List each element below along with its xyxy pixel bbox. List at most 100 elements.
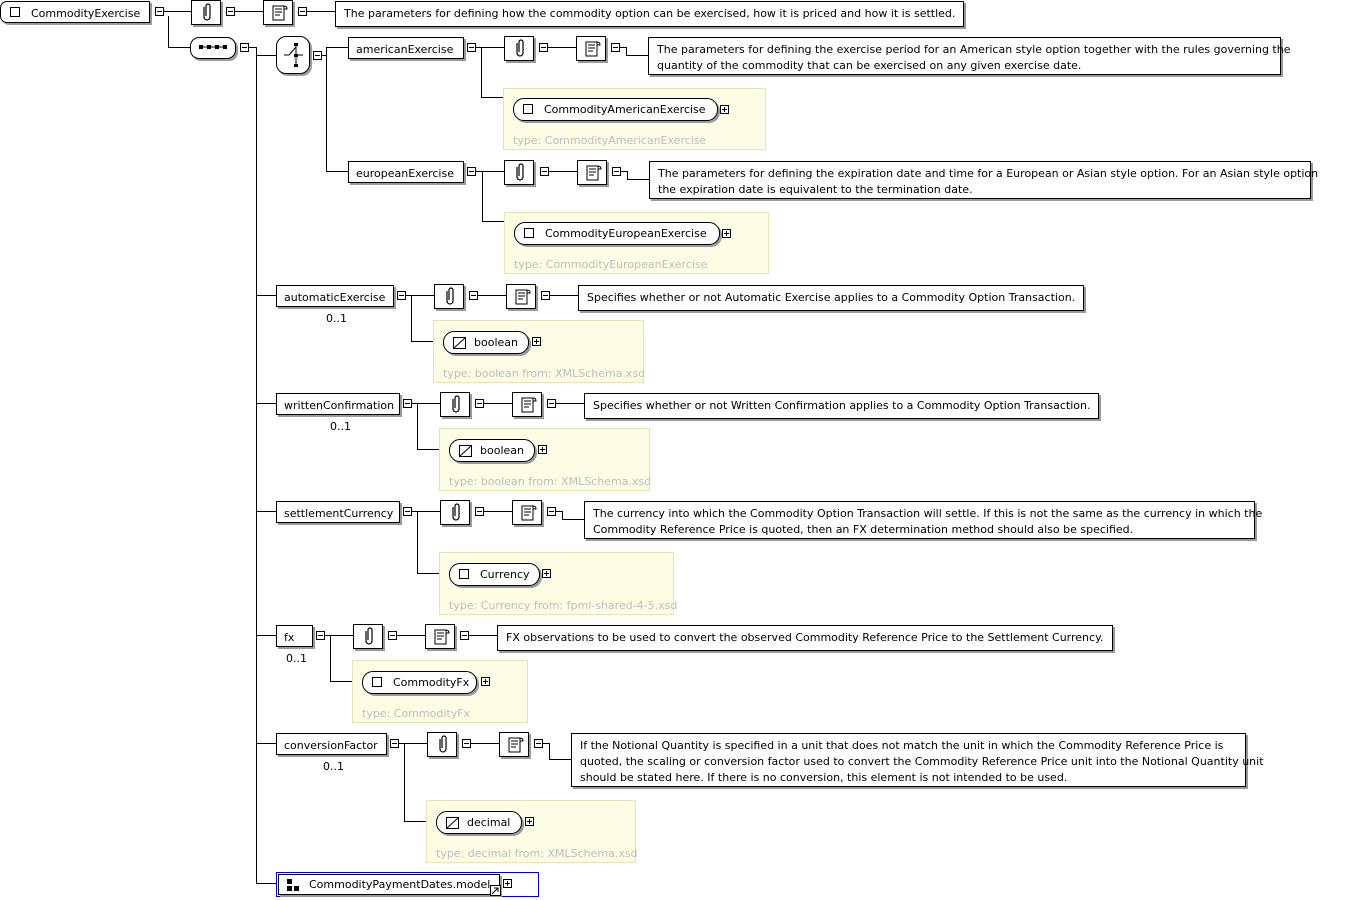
documentation-scroll-icon[interactable]	[577, 160, 607, 185]
cardinality: 0..1	[330, 420, 351, 433]
sequence-compositor[interactable]	[190, 37, 236, 59]
appinfo-paperclip-icon[interactable]	[504, 160, 534, 185]
appinfo-paperclip-icon[interactable]	[440, 500, 470, 525]
appinfo-paperclip-icon[interactable]	[440, 392, 470, 417]
type-name: boolean	[474, 336, 518, 349]
complex-type-box[interactable]: CommodityAmericanExercise	[513, 98, 718, 121]
element-written-confirmation[interactable]: writtenConfirmation	[276, 393, 400, 415]
expand-toggle[interactable]	[532, 337, 541, 346]
type-info: type: Currency from: fpml-shared-4-5.xsd	[449, 599, 678, 612]
square-icon	[459, 569, 469, 579]
square-icon	[524, 228, 534, 238]
square-icon	[10, 7, 20, 17]
complex-type-box[interactable]: Currency	[449, 563, 540, 586]
documentation-scroll-icon[interactable]	[512, 392, 542, 417]
type-panel: Currency type: Currency from: fpml-share…	[439, 552, 678, 615]
complex-type-box[interactable]: CommodityFx	[362, 671, 477, 694]
root-documentation: The parameters for defining how the comm…	[335, 1, 965, 27]
expand-toggle[interactable]	[720, 105, 729, 114]
element-conversion-factor[interactable]: conversionFactor	[276, 733, 387, 755]
element-fx[interactable]: fx	[276, 625, 313, 647]
collapse-toggle[interactable]	[467, 167, 476, 176]
collapse-toggle[interactable]	[475, 507, 484, 516]
element-american-exercise[interactable]: americanExercise	[348, 37, 464, 59]
expand-toggle[interactable]	[503, 879, 512, 888]
element-label: americanExercise	[356, 43, 454, 56]
doc-line: should be stated here. If there is no co…	[580, 771, 1068, 784]
element-settlement-currency[interactable]: settlementCurrency	[276, 501, 400, 523]
type-panel: CommodityEuropeanExercise type: Commodit…	[504, 212, 769, 274]
appinfo-paperclip-icon[interactable]	[427, 732, 457, 757]
root-element[interactable]: CommodityExercise	[0, 1, 150, 23]
collapse-toggle[interactable]	[390, 739, 399, 748]
sequence-icon	[199, 45, 227, 49]
collapse-toggle[interactable]	[298, 7, 307, 16]
group-reference[interactable]: CommodityPaymentDates.model	[276, 872, 539, 897]
collapse-toggle[interactable]	[534, 739, 543, 748]
type-name: decimal	[467, 816, 511, 829]
collapse-toggle[interactable]	[541, 291, 550, 300]
collapse-toggle[interactable]	[462, 739, 471, 748]
choice-icon	[284, 43, 303, 67]
collapse-toggle[interactable]	[240, 43, 249, 52]
element-label: settlementCurrency	[284, 507, 394, 520]
element-documentation: FX observations to be used to convert th…	[497, 625, 1113, 651]
element-documentation: Specifies whether or not Written Confirm…	[584, 393, 1100, 419]
collapse-toggle[interactable]	[611, 43, 620, 52]
collapse-toggle[interactable]	[460, 631, 469, 640]
doc-line: Specifies whether or not Automatic Exerc…	[587, 291, 1076, 304]
collapse-toggle[interactable]	[467, 43, 476, 52]
cardinality: 0..1	[326, 312, 347, 325]
collapse-toggle[interactable]	[612, 167, 621, 176]
documentation-scroll-icon[interactable]	[512, 500, 542, 525]
group-reference-box: CommodityPaymentDates.model	[278, 874, 500, 895]
documentation-scroll-icon[interactable]	[506, 284, 536, 309]
simple-type-box[interactable]: decimal	[436, 811, 522, 834]
simple-type-box[interactable]: boolean	[443, 331, 529, 354]
collapse-toggle[interactable]	[540, 167, 549, 176]
expand-toggle[interactable]	[542, 569, 551, 578]
cardinality: 0..1	[286, 652, 307, 665]
appinfo-paperclip-icon[interactable]	[191, 0, 221, 25]
choice-compositor[interactable]	[276, 36, 310, 74]
root-element-label: CommodityExercise	[31, 7, 141, 20]
simple-type-icon	[453, 337, 466, 349]
documentation-scroll-icon[interactable]	[425, 624, 455, 649]
documentation-scroll-icon[interactable]	[499, 732, 529, 757]
doc-line: quoted, the scaling or conversion factor…	[580, 755, 1264, 768]
collapse-toggle[interactable]	[547, 399, 556, 408]
element-label: writtenConfirmation	[284, 399, 395, 412]
appinfo-paperclip-icon[interactable]	[434, 284, 464, 309]
type-name: Currency	[480, 568, 530, 581]
collapse-toggle[interactable]	[547, 507, 556, 516]
group-icon	[287, 879, 299, 891]
complex-type-box[interactable]: CommodityEuropeanExercise	[514, 222, 720, 245]
collapse-toggle[interactable]	[388, 631, 397, 640]
element-automatic-exercise[interactable]: automaticExercise	[276, 285, 394, 307]
collapse-toggle[interactable]	[403, 507, 412, 516]
collapse-toggle[interactable]	[469, 291, 478, 300]
documentation-scroll-icon[interactable]	[576, 36, 606, 61]
collapse-toggle[interactable]	[316, 631, 325, 640]
appinfo-paperclip-icon[interactable]	[504, 36, 534, 61]
collapse-toggle[interactable]	[475, 399, 484, 408]
expand-toggle[interactable]	[525, 817, 534, 826]
type-info: type: boolean from: XMLSchema.xsd	[449, 475, 652, 488]
type-name: CommodityAmericanExercise	[544, 103, 706, 116]
collapse-toggle[interactable]	[226, 7, 235, 16]
collapse-toggle[interactable]	[155, 7, 164, 16]
expand-toggle[interactable]	[481, 677, 490, 686]
appinfo-paperclip-icon[interactable]	[353, 624, 383, 649]
element-european-exercise[interactable]: europeanExercise	[348, 161, 464, 183]
type-panel: boolean type: boolean from: XMLSchema.xs…	[439, 428, 652, 491]
type-info: type: CommodityEuropeanExercise	[514, 258, 708, 271]
documentation-scroll-icon[interactable]	[263, 0, 293, 25]
simple-type-box[interactable]: boolean	[449, 439, 535, 462]
expand-toggle[interactable]	[722, 229, 731, 238]
collapse-toggle[interactable]	[397, 291, 406, 300]
collapse-toggle[interactable]	[403, 399, 412, 408]
element-label: automaticExercise	[284, 291, 386, 304]
expand-toggle[interactable]	[538, 445, 547, 454]
collapse-toggle[interactable]	[539, 43, 548, 52]
collapse-toggle[interactable]	[313, 51, 322, 60]
